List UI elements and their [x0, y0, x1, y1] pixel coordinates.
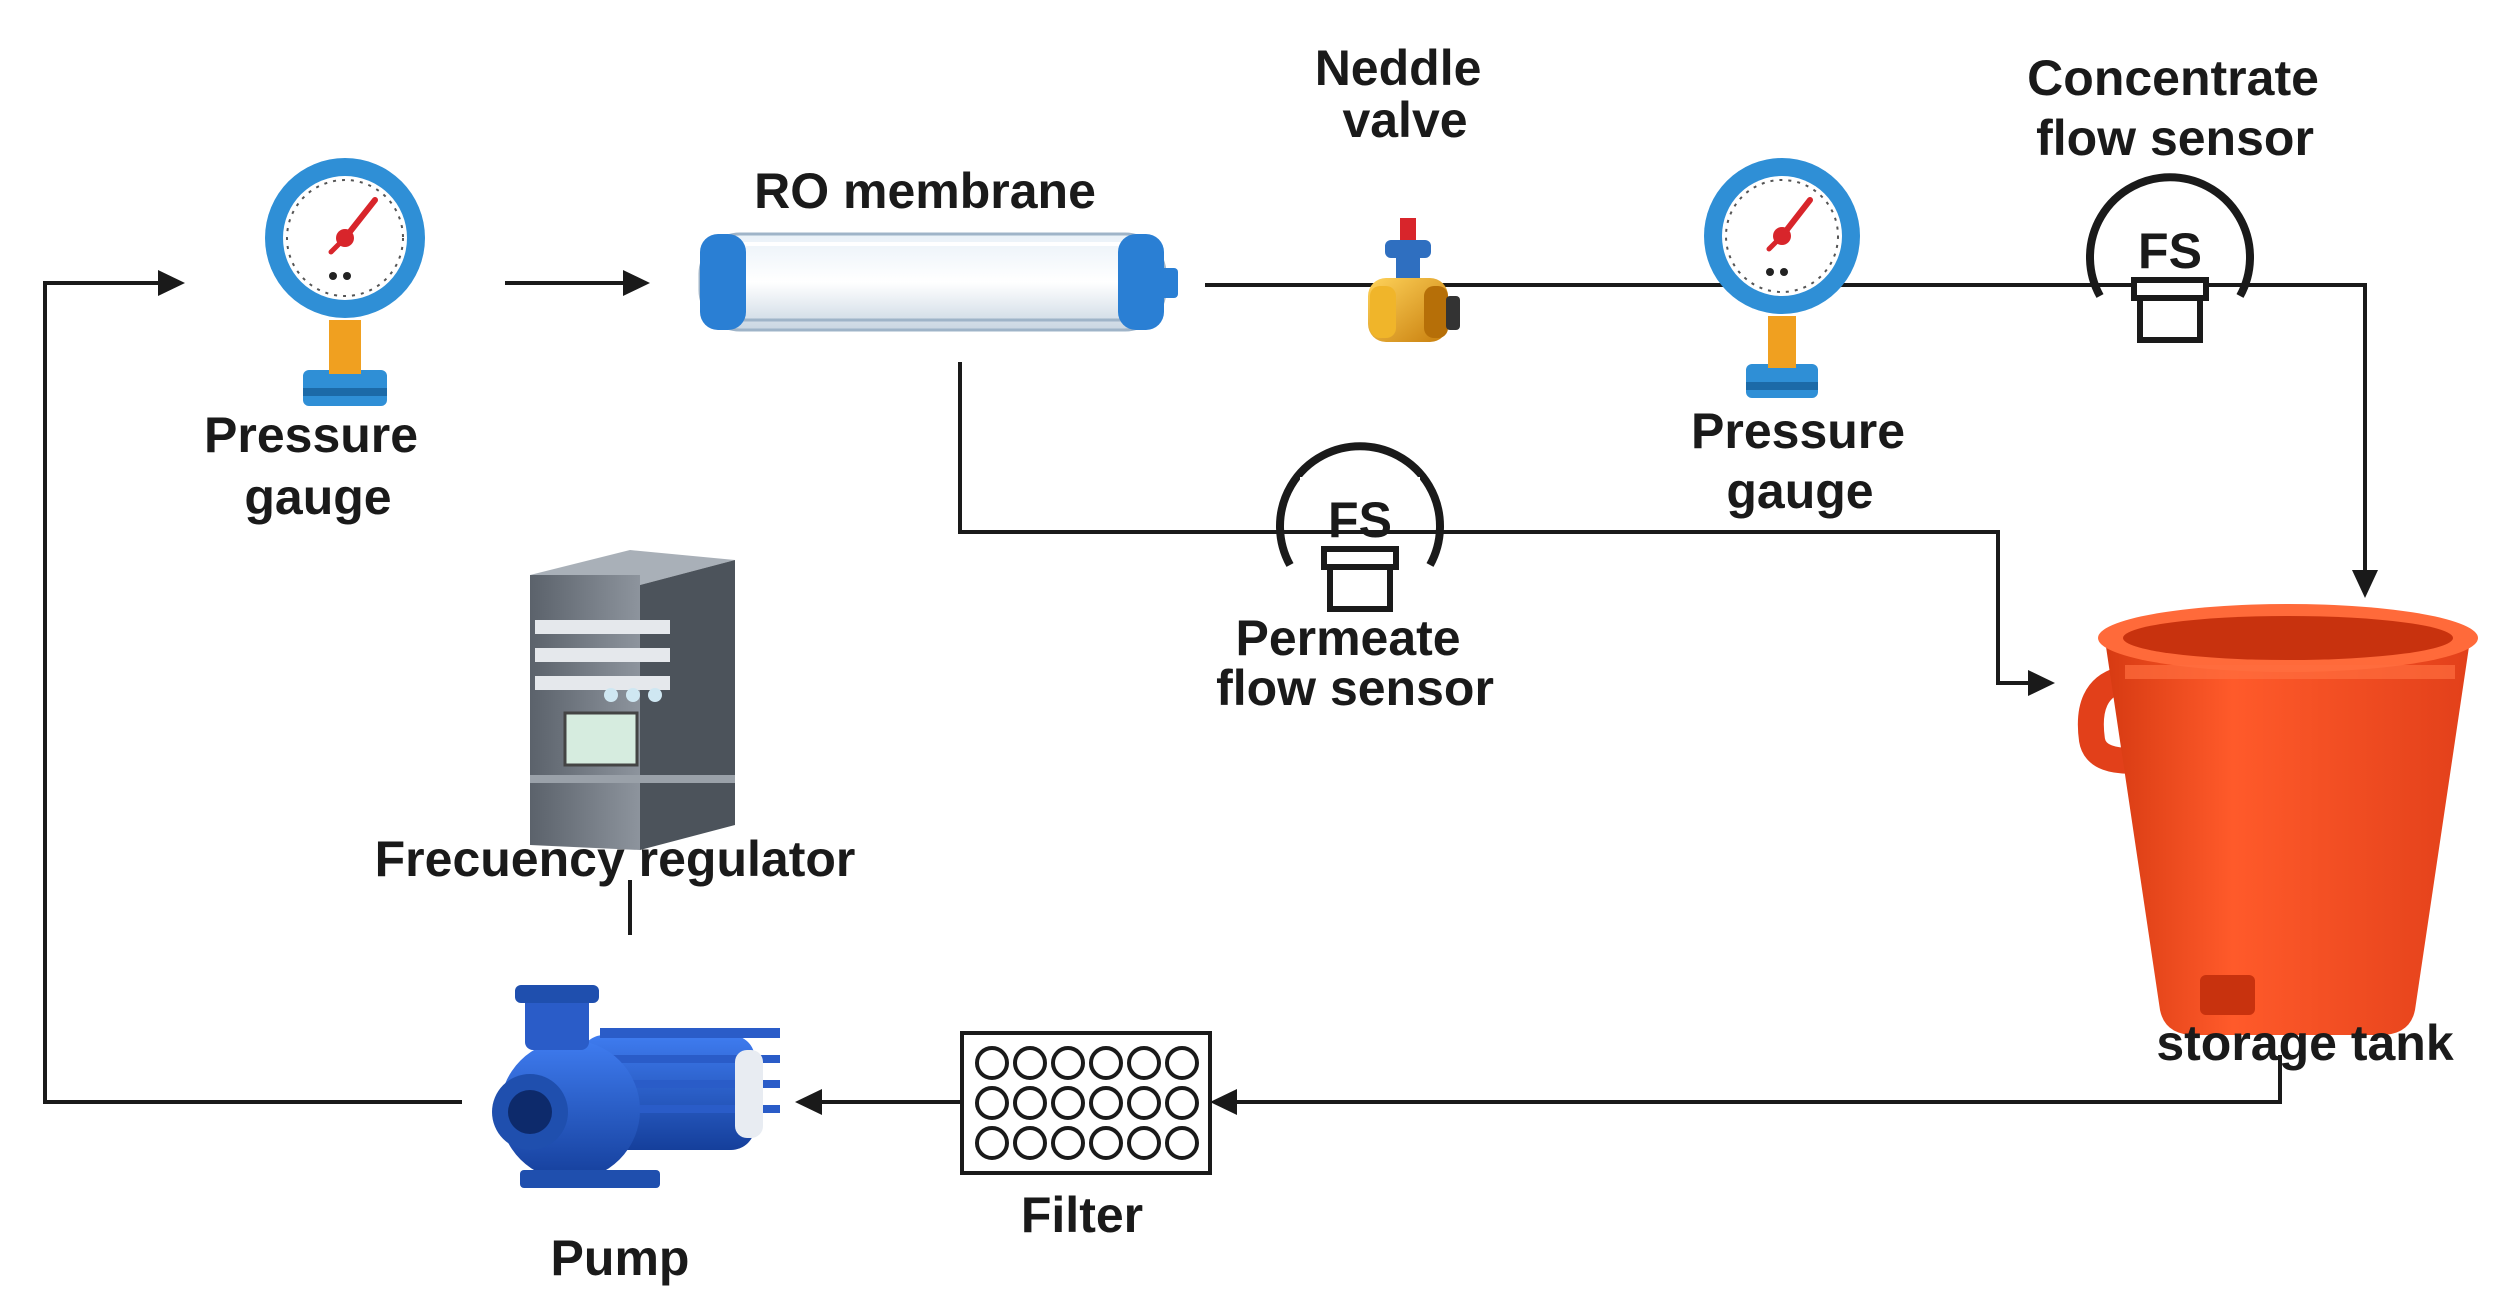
filter-hole: [1089, 1086, 1123, 1120]
filter-hole: [1127, 1126, 1161, 1160]
needle-valve-icon: [1368, 218, 1460, 342]
filter-hole: [1013, 1086, 1047, 1120]
pump-label: Pump: [551, 1230, 690, 1286]
filter-hole: [975, 1086, 1009, 1120]
frequency-regulator-label: Frecuency regulator: [375, 831, 856, 887]
pressure-gauge-left-label: Pressure gauge: [204, 407, 432, 525]
filter-hole: [1013, 1126, 1047, 1160]
pipe-concentrate: [1205, 283, 2367, 575]
storage-tank-icon: [2077, 604, 2478, 1035]
permeate-flow-sensor-label: Permeate flow sensor: [1216, 610, 1494, 716]
pressure-gauge-right-label: Pressure gauge: [1691, 403, 1919, 519]
pipes: [43, 270, 2378, 1115]
ro-membrane-icon: [698, 232, 1178, 332]
filter-hole: [975, 1126, 1009, 1160]
arrow-to-membrane: [623, 270, 650, 296]
arrow-to-tank-top: [2352, 570, 2378, 598]
pipe-permeate: [958, 362, 2030, 685]
pressure-gauge-right: [1704, 158, 1860, 398]
filter-holes: [975, 1046, 1199, 1160]
filter-hole: [1127, 1086, 1161, 1120]
storage-tank-label: storage tank: [2156, 1015, 2454, 1071]
pressure-gauge-left: [265, 158, 425, 406]
needle-valve-label: Neddle valve: [1315, 40, 1496, 148]
filter-hole: [1165, 1086, 1199, 1120]
filter-hole: [1127, 1046, 1161, 1080]
concentrate-flow-sensor-icon: FS: [2086, 173, 2254, 343]
filter-hole: [1165, 1046, 1199, 1080]
filter-hole: [1089, 1126, 1123, 1160]
filter-hole: [1165, 1126, 1199, 1160]
permeate-flow-sensor-icon: FS: [1276, 442, 1444, 612]
pump-icon: [492, 985, 780, 1188]
ro-membrane-label: RO membrane: [754, 163, 1096, 219]
arrow-to-pump: [795, 1089, 822, 1115]
svg-text:FS: FS: [2138, 223, 2202, 279]
filter-hole: [1051, 1086, 1085, 1120]
frequency-regulator-icon: [530, 550, 735, 850]
pipe-return-loop: [43, 281, 462, 1104]
pipe-tank-to-filter: [1235, 1055, 2282, 1104]
svg-text:FS: FS: [1328, 492, 1392, 548]
concentrate-flow-sensor-label: Concentrate flow sensor: [2027, 50, 2333, 166]
filter-hole: [975, 1046, 1009, 1080]
arrow-to-gauge-left: [158, 270, 185, 296]
filter-hole: [1013, 1046, 1047, 1080]
filter-hole: [1089, 1046, 1123, 1080]
filter-hole: [1051, 1126, 1085, 1160]
filter-icon: [960, 1031, 1212, 1175]
filter-label: Filter: [1021, 1187, 1143, 1243]
arrow-to-filter: [1210, 1089, 1237, 1115]
filter-hole: [1051, 1046, 1085, 1080]
arrow-to-tank-side: [2028, 670, 2055, 696]
